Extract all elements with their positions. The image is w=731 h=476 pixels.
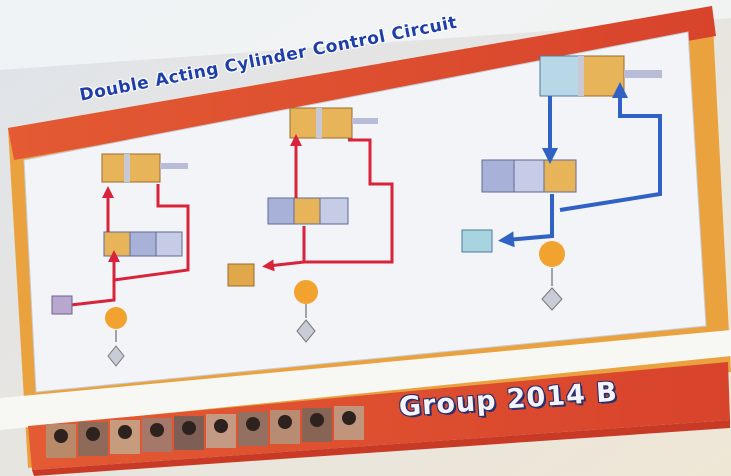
diagram-panel: [23, 31, 707, 393]
pump-middle: [294, 280, 318, 304]
circuit-middle: [227, 107, 394, 343]
ceiling-band: [0, 0, 731, 70]
portrait-strip: [46, 406, 364, 458]
group-banner-edge: [32, 420, 730, 476]
pump-left: [105, 307, 127, 329]
title-banner: [8, 6, 716, 160]
cylinder-left: [101, 153, 161, 183]
circuit-left: [51, 153, 190, 367]
white-railing: [0, 330, 731, 430]
circuit-right: [461, 55, 662, 311]
pump-right: [539, 241, 565, 267]
